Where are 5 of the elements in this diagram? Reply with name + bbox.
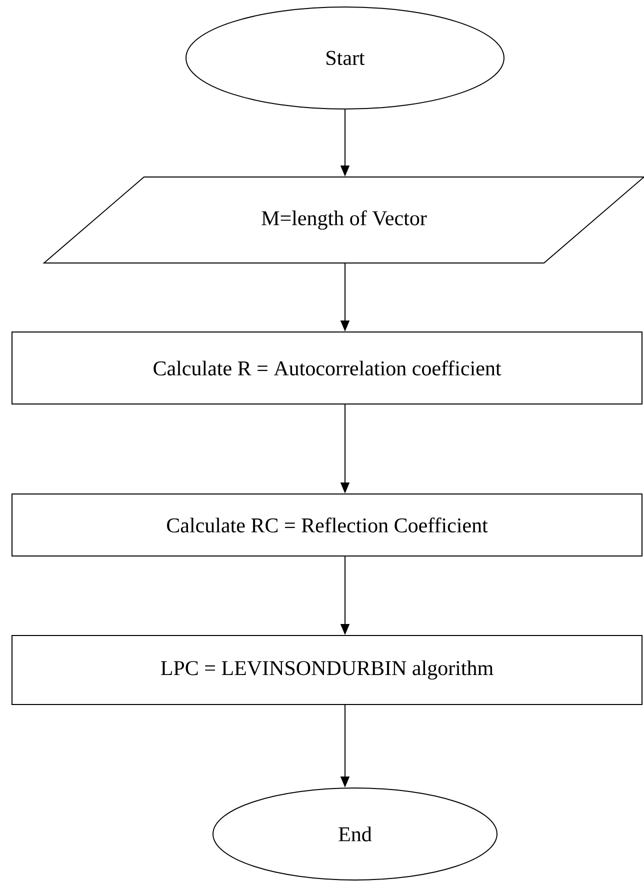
process-box: Calculate RC = Reflection Coefficient xyxy=(12,494,642,556)
process-box: Calculate R = Autocorrelation coefficient xyxy=(12,332,642,404)
terminal-oval: Start xyxy=(186,6,504,110)
process-box: LPC = LEVINSONDURBIN algorithm xyxy=(12,635,642,705)
terminal-oval: End xyxy=(212,788,498,880)
